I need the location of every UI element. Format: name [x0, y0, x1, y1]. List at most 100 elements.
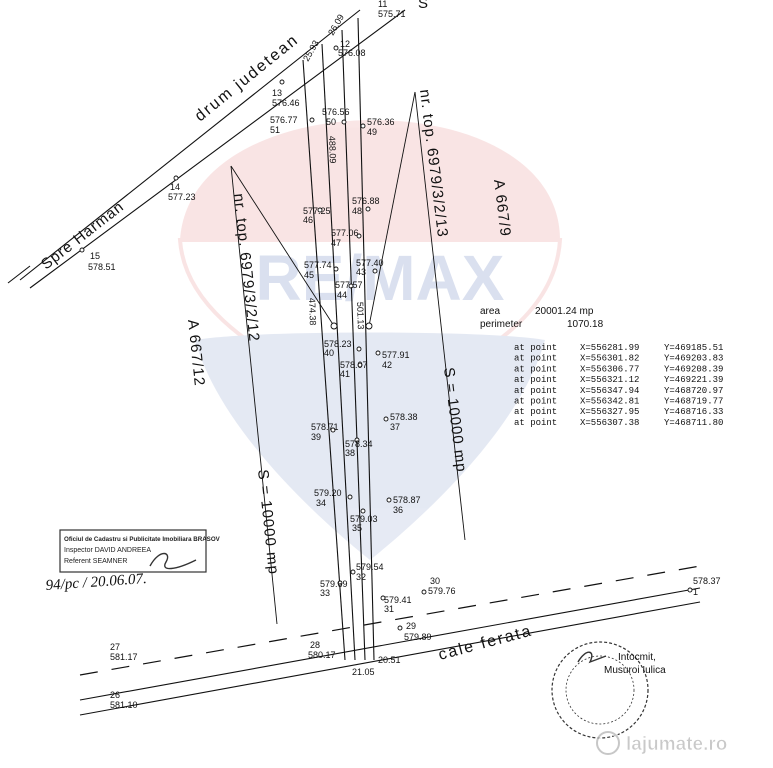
survey-point-elevation: 576.77: [270, 115, 298, 125]
survey-point-number: 30: [430, 576, 440, 586]
survey-point-number: 42: [382, 360, 392, 370]
coordinate-x: X=556327.95: [580, 407, 639, 417]
coordinate-label: at point: [514, 354, 557, 364]
survey-point-elevation: 578.07: [340, 360, 368, 370]
survey-point-marker: [356, 346, 362, 352]
survey-point-number: 33: [320, 588, 330, 598]
coordinate-y: Y=468719.77: [664, 397, 723, 407]
survey-point-marker: [372, 268, 378, 274]
survey-point-elevation: 579.20: [314, 488, 342, 498]
survey-point-number: 44: [337, 290, 347, 300]
survey-point-marker: [357, 362, 363, 368]
survey-point-elevation: 576.46: [272, 98, 300, 108]
survey-point-marker: [79, 247, 85, 253]
coordinate-x: X=556342.81: [580, 397, 639, 407]
coordinate-x: X=556301.82: [580, 354, 639, 364]
survey-point-number: 11: [378, 0, 387, 9]
survey-point-marker: [333, 45, 339, 51]
survey-point-number: 34: [316, 498, 326, 508]
survey-point-number: 46: [303, 215, 313, 225]
coordinate-y: Y=468711.80: [664, 418, 723, 428]
width-top-left: 25.93: [301, 38, 321, 63]
survey-point-elevation: 575.71: [378, 9, 406, 19]
survey-point-number: 51: [270, 125, 280, 135]
survey-point-elevation: 579.41: [384, 595, 412, 605]
width-bottom-right: 20.51: [378, 655, 401, 665]
right-side-length: 501.13: [355, 302, 366, 330]
survey-point-marker: [375, 350, 381, 356]
road-corner-fragment: S: [418, 0, 429, 12]
survey-point-number: 41: [340, 369, 350, 379]
survey-point-elevation: 576.08: [338, 48, 366, 58]
survey-point-number: 15: [90, 251, 100, 261]
survey-point-elevation: 577.74: [304, 260, 332, 270]
survey-point-number: 37: [390, 422, 400, 432]
area-value: 20001.24 mp: [535, 306, 594, 317]
survey-point-marker: [386, 497, 392, 503]
coordinate-label: at point: [514, 375, 557, 385]
survey-point-number: 50: [326, 117, 336, 127]
survey-point-marker: [356, 233, 362, 239]
right-parcel-anchor-point: [365, 322, 373, 330]
right-cadastral-number: A 667/9: [490, 178, 514, 238]
survey-point-number: 28: [310, 640, 320, 650]
survey-point-elevation: 578.23: [324, 339, 352, 349]
surveyor-signature-icon: [577, 651, 607, 664]
survey-point-marker: [279, 79, 285, 85]
remax-balloon-watermark: [177, 120, 563, 560]
coordinate-y: Y=469208.39: [664, 364, 723, 374]
survey-point-marker: [380, 595, 386, 601]
survey-point-number: 31: [384, 604, 394, 614]
survey-point-elevation: 577.25: [303, 206, 331, 216]
perimeter-value: 1070.18: [567, 319, 604, 330]
survey-point-number: 39: [311, 432, 321, 442]
survey-point-number: 40: [324, 348, 334, 358]
coordinate-x: X=556307.38: [580, 418, 639, 428]
surveyor-name: Musuroi Iulica: [604, 665, 666, 676]
survey-point-elevation: 578.51: [88, 262, 116, 272]
coordinate-y: Y=468720.97: [664, 386, 723, 396]
coordinate-label: at point: [514, 397, 557, 407]
survey-point-marker: [341, 119, 347, 125]
coordinate-label: at point: [514, 418, 557, 428]
survey-point-marker: [333, 266, 339, 272]
survey-point-number: 38: [345, 448, 355, 458]
survey-point-elevation: 579.03: [350, 514, 378, 524]
coordinate-x: X=556347.94: [580, 386, 639, 396]
survey-point-elevation: 577.91: [382, 350, 410, 360]
survey-point-marker: [421, 589, 427, 595]
survey-point-number: 43: [356, 267, 366, 277]
survey-point-elevation: 576.56: [322, 107, 350, 117]
survey-point-number: 45: [304, 270, 314, 280]
coordinate-label: at point: [514, 343, 557, 353]
width-bottom-left: 21.05: [352, 667, 375, 677]
survey-point-number: 36: [393, 505, 403, 515]
survey-point-elevation: 578.71: [311, 422, 339, 432]
registration-handwritten: 94/pc / 20.06.07.: [45, 571, 147, 594]
stamp-signature-icon: [149, 552, 197, 570]
survey-point-elevation: 578.34: [345, 439, 373, 449]
coordinate-label: at point: [514, 386, 557, 396]
survey-point-number: 32: [356, 572, 366, 582]
survey-point-elevation: 581.10: [110, 700, 138, 710]
survey-point-elevation: 580.17: [308, 650, 336, 660]
survey-point-elevation: 576.36: [367, 117, 395, 127]
survey-point-number: 48: [352, 206, 362, 216]
parcel-boundaries: [230, 17, 466, 661]
coordinate-x: X=556306.77: [580, 364, 639, 374]
survey-point-marker: [365, 206, 371, 212]
survey-point-elevation: 579.89: [404, 632, 432, 642]
